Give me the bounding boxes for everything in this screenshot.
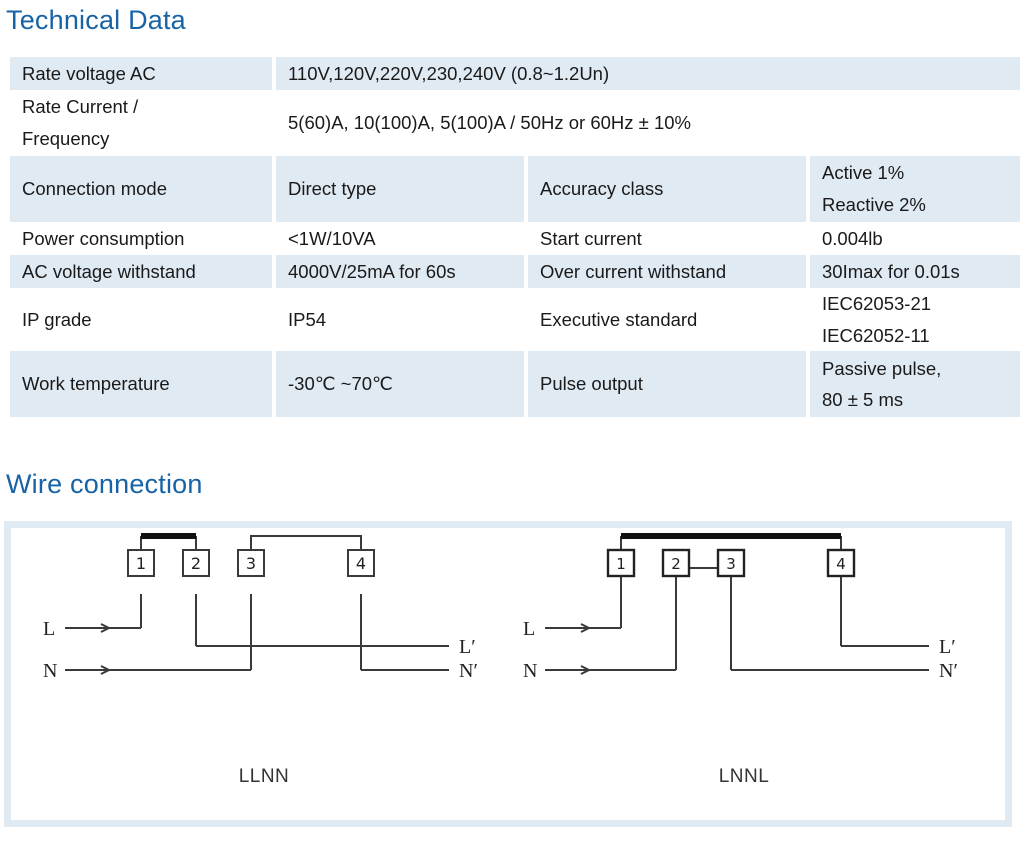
row-value-secondary: Active 1% Reactive 2% <box>810 156 1021 222</box>
terminal-box-2 <box>182 549 210 577</box>
row-label: AC voltage withstand <box>10 255 272 288</box>
input-label-L: L <box>43 618 55 640</box>
terminal-label-1: 1 <box>616 555 626 573</box>
output-label-L-prime: L′ <box>939 636 956 658</box>
page-title-wire-connection: Wire connection <box>6 469 203 499</box>
row-label-secondary: Accuracy class <box>528 156 806 222</box>
value-line: 0.004lb <box>822 227 883 249</box>
row-label-line: Rate Current / <box>22 96 139 118</box>
table-row: Work temperature -30℃ ~70℃ Pulse output … <box>10 351 1021 418</box>
wire-connection-panel: 1 2 3 4 L N L′ N′ LLNN <box>4 521 1012 827</box>
terminal-label-1: 1 <box>136 554 146 573</box>
row-value: -30℃ ~70℃ <box>276 351 524 418</box>
value-line: IEC62053-21 <box>822 293 932 314</box>
row-label: Connection mode <box>10 156 272 222</box>
table-row: Power consumption <1W/10VA Start current… <box>10 222 1021 255</box>
terminal-box-1 <box>606 548 636 578</box>
wiring-diagram-llnn: 1 2 3 4 L N L′ N′ LLNN <box>29 528 499 820</box>
value-line: Passive pulse, <box>822 357 942 379</box>
input-label-N: N <box>523 660 537 682</box>
row-value-secondary: IEC62053-21 IEC62052-11 <box>810 288 1021 352</box>
row-value: <1W/10VA <box>276 222 524 255</box>
row-label-secondary: Executive standard <box>528 288 806 352</box>
table-row: Connection mode Direct type Accuracy cla… <box>10 156 1021 222</box>
terminal-label-4: 4 <box>356 554 366 573</box>
row-label: Power consumption <box>10 222 272 255</box>
arrow-N-icon <box>97 665 112 675</box>
output-label-N-prime: N′ <box>459 660 478 682</box>
row-label-secondary: Over current withstand <box>528 255 806 288</box>
terminal-label-4: 4 <box>836 555 846 573</box>
value-line: 5(60)A, 10(100)A, 5(100)A / 50Hz or 60Hz… <box>288 112 691 134</box>
value-line: Reactive 2% <box>822 194 926 215</box>
row-label-secondary: Start current <box>528 222 806 255</box>
page-title-technical-data: Technical Data <box>6 5 186 35</box>
diagram-caption-llnn: LLNN <box>238 766 290 787</box>
terminal-box-1 <box>127 549 155 577</box>
terminal-label-3: 3 <box>246 554 256 573</box>
terminal-box-4 <box>826 548 856 578</box>
table-row: Rate voltage AC 110V,120V,220V,230,240V … <box>10 57 1021 90</box>
table-row: Rate Current / Frequency 5(60)A, 10(100)… <box>10 90 1021 156</box>
table-row: IP grade IP54 Executive standard IEC6205… <box>10 288 1021 352</box>
row-label: Rate voltage AC <box>10 57 272 90</box>
input-label-L: L <box>523 618 535 640</box>
terminal-box-4 <box>347 549 375 577</box>
row-value-secondary: 0.004lb <box>810 222 1021 255</box>
value-line: Active 1% <box>822 162 905 184</box>
terminal-box-2 <box>661 548 691 578</box>
row-value: 5(60)A, 10(100)A, 5(100)A / 50Hz or 60Hz… <box>276 90 1021 156</box>
row-label-secondary: Pulse output <box>528 351 806 418</box>
terminal-box-3 <box>237 549 265 577</box>
row-label-line: Frequency <box>22 128 110 149</box>
row-label: Work temperature <box>10 351 272 418</box>
terminal-label-3: 3 <box>726 555 736 573</box>
wiring-diagram-lnnl: 1 2 3 4 L N L′ N′ LNNL <box>509 528 979 820</box>
row-label: IP grade <box>10 288 272 352</box>
row-value-secondary: Passive pulse, 80 ± 5 ms <box>810 351 1021 418</box>
terminal-box-3 <box>716 548 746 578</box>
input-label-N: N <box>43 660 57 682</box>
diagram-caption-lnnl: LNNL <box>718 766 770 787</box>
row-label: Rate Current / Frequency <box>10 90 272 156</box>
value-line: 30Imax for 0.01s <box>822 260 960 282</box>
wiring-schematic-llnn: 1 2 3 4 L N L′ N′ <box>43 533 478 682</box>
terminal-label-2: 2 <box>191 554 201 573</box>
wiring-schematic-lnnl: 1 2 3 4 L N L′ N′ <box>523 533 958 682</box>
row-value: Direct type <box>276 156 524 222</box>
value-line: 110V,120V,220V,230,240V (0.8~1.2Un) <box>288 62 610 84</box>
value-line: IEC62052-11 <box>822 324 930 346</box>
table-row: AC voltage withstand 4000V/25mA for 60s … <box>10 255 1021 288</box>
arrow-L-icon <box>97 623 112 633</box>
technical-data-table: Rate voltage AC 110V,120V,220V,230,240V … <box>6 57 1024 418</box>
output-label-N-prime: N′ <box>939 660 958 682</box>
link-bar-3-4 <box>250 535 362 550</box>
row-value: 110V,120V,220V,230,240V (0.8~1.2Un) <box>276 57 1021 90</box>
output-label-L-prime: L′ <box>459 636 476 658</box>
row-value: IP54 <box>276 288 524 352</box>
terminal-label-2: 2 <box>671 555 681 573</box>
value-line: 80 ± 5 ms <box>822 389 904 411</box>
arrow-L-icon <box>577 623 592 633</box>
row-value-secondary: 30Imax for 0.01s <box>810 255 1021 288</box>
arrow-N-icon <box>577 665 592 675</box>
row-value: 4000V/25mA for 60s <box>276 255 524 288</box>
